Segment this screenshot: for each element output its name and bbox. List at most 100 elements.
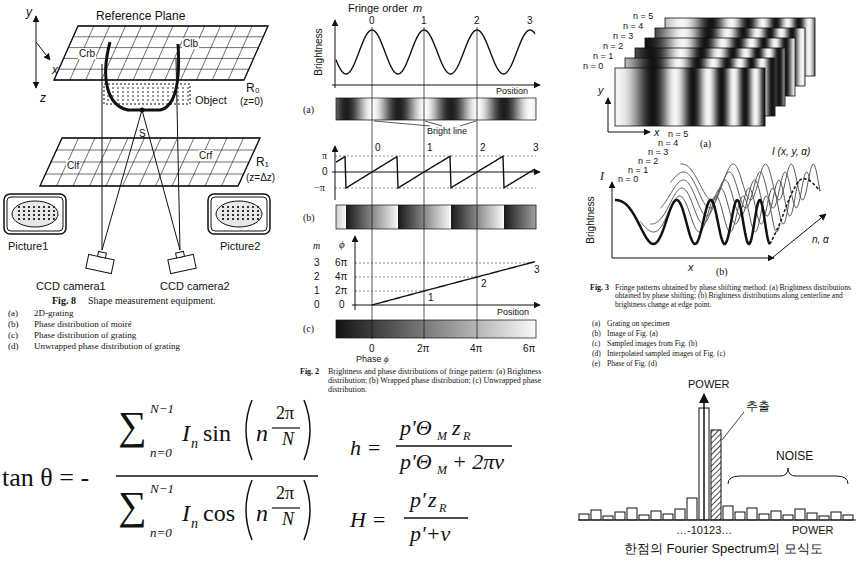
figure-stroke — [362, 205, 363, 229]
figure-stroke — [358, 320, 359, 338]
view-ray — [142, 110, 180, 250]
figure-stroke — [359, 98, 360, 120]
camera-picture — [208, 194, 270, 234]
figure-stroke — [18, 218, 20, 220]
figure-stroke — [367, 98, 368, 120]
figure-stroke — [667, 68, 668, 126]
figure-stroke — [405, 205, 406, 229]
figure-label: Picture2 — [220, 240, 260, 252]
figure-stroke — [636, 68, 637, 126]
figure-stroke — [469, 205, 470, 229]
figure-label: cos — [203, 500, 235, 526]
figure-stroke — [162, 99, 164, 101]
figure-stroke — [797, 28, 798, 86]
figure-stroke — [491, 98, 492, 120]
order-line — [372, 27, 373, 339]
figure-stroke — [722, 68, 723, 126]
figure-stroke — [813, 18, 814, 76]
figure-stroke — [374, 320, 375, 338]
view-ray — [176, 58, 180, 250]
figure-stroke — [429, 320, 430, 338]
figure-stroke — [430, 98, 431, 120]
figure-stroke — [361, 205, 362, 229]
figure-stroke — [142, 95, 144, 97]
figure-stroke — [496, 98, 497, 120]
figure-label: z — [452, 416, 461, 440]
figure-stroke — [527, 98, 528, 120]
shape-measurement-figure — [4, 16, 270, 274]
figure-stroke — [462, 205, 463, 229]
figure-stroke — [157, 87, 159, 89]
figure-stroke — [436, 98, 437, 120]
figure-stroke — [356, 205, 357, 229]
figure-stroke — [162, 95, 164, 97]
figure-stroke — [348, 320, 349, 338]
figure-stroke — [404, 98, 405, 120]
figure-stroke — [732, 68, 733, 126]
figure-stroke — [395, 320, 396, 338]
figure-label: Fig. 3 — [590, 284, 609, 293]
figure-stroke — [478, 320, 479, 338]
figure-stroke — [357, 98, 358, 120]
figure-stroke — [345, 98, 346, 120]
figure-stroke — [632, 68, 633, 126]
figure-stroke — [663, 68, 664, 126]
figure-label: Brightness — [585, 196, 596, 243]
figure-stroke — [408, 205, 409, 229]
figure-label: 2 — [480, 142, 486, 153]
figure-stroke — [757, 68, 758, 126]
figure-stroke — [502, 320, 503, 338]
spectrum-bar — [651, 511, 661, 520]
figure-stroke — [403, 320, 404, 338]
figure-stroke — [415, 98, 416, 120]
figure-stroke — [346, 320, 347, 338]
figure-stroke — [407, 205, 408, 229]
figure-stroke — [750, 68, 751, 126]
figure-stroke — [122, 87, 124, 89]
figure-stroke — [385, 98, 386, 120]
figure-stroke — [390, 320, 391, 338]
figure-stroke — [222, 210, 224, 212]
figure-stroke — [28, 218, 30, 220]
figure-stroke — [247, 218, 249, 220]
figure-stroke — [406, 205, 407, 229]
figure-stroke — [464, 320, 465, 338]
figure-label: 0 — [369, 343, 375, 354]
figure-stroke — [454, 320, 455, 338]
figure-label: 2 — [481, 278, 487, 289]
figure-label: (d) — [592, 350, 601, 358]
figure-stroke — [699, 68, 700, 126]
figure-stroke — [177, 91, 179, 93]
figure-stroke — [380, 98, 381, 120]
figure-label: M — [437, 464, 447, 477]
figure-stroke — [534, 205, 535, 229]
figure-stroke — [370, 320, 371, 338]
figure-stroke — [510, 320, 511, 338]
figure-stroke — [512, 98, 513, 120]
figure-stroke — [521, 320, 522, 338]
figure-stroke — [396, 205, 397, 229]
figure-stroke — [222, 218, 224, 220]
figure-label: S — [139, 128, 146, 139]
noise-brace — [728, 468, 848, 484]
figure-stroke — [386, 320, 387, 338]
figure-stroke — [406, 320, 407, 338]
figure-stroke — [482, 98, 483, 120]
figure-stroke — [531, 98, 532, 120]
figure-label: (a) — [592, 320, 600, 328]
figure-stroke — [533, 98, 534, 120]
figure-stroke — [433, 320, 434, 338]
figure-stroke — [355, 98, 356, 120]
figure-stroke — [348, 98, 349, 120]
figure-stroke — [620, 68, 621, 126]
figure-label: (c) — [592, 340, 600, 348]
figure-stroke — [363, 205, 364, 229]
figure-stroke — [752, 68, 753, 126]
figure-stroke — [433, 98, 434, 120]
figure-stroke — [257, 214, 259, 216]
figure-stroke — [391, 205, 392, 229]
figure-stroke — [783, 48, 784, 106]
figure-stroke — [375, 98, 376, 120]
figure-stroke — [38, 210, 40, 212]
leader-line — [374, 121, 430, 126]
